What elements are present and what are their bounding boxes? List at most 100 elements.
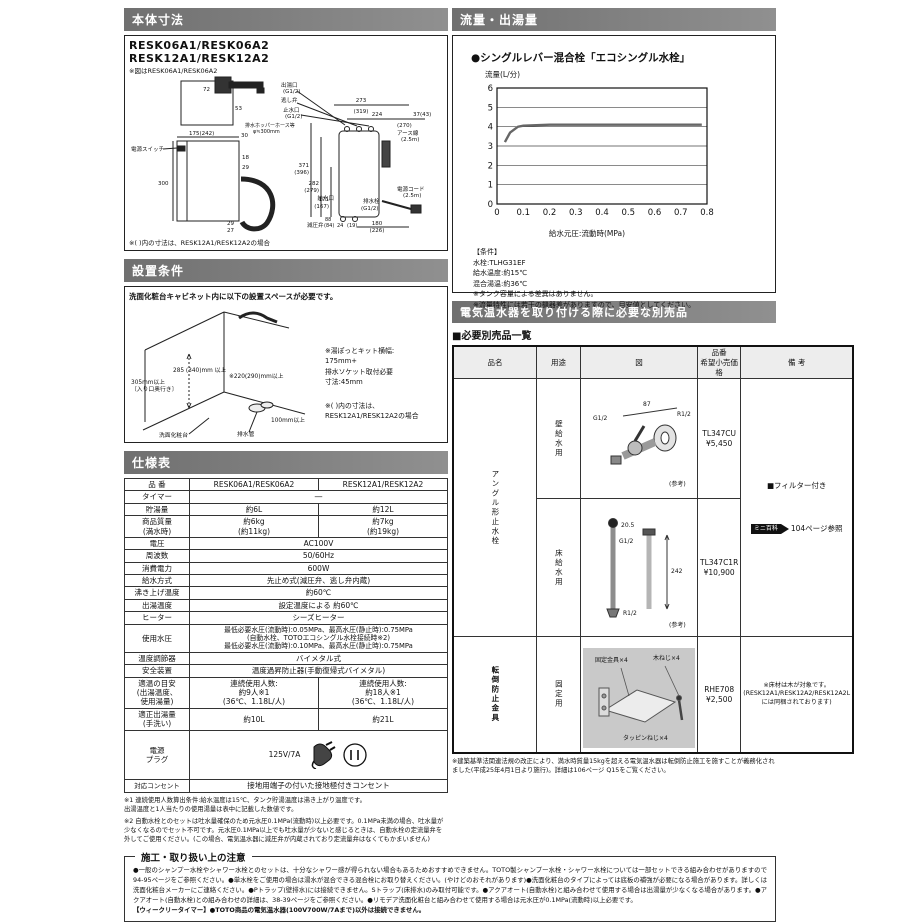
outlet-icon: [343, 743, 368, 767]
dim-label: 171: [319, 197, 330, 203]
spec-cell: 約6L: [189, 502, 319, 517]
parts-use-cell: 床給水用: [536, 498, 581, 638]
parts-header-use: 用途: [536, 345, 581, 380]
part-name: 転倒防止金具: [490, 666, 500, 723]
install-label: 305mm以上: [131, 378, 165, 386]
spec-cell: シーズヒーター: [189, 611, 448, 625]
spec-row-label: 安全装置: [124, 664, 190, 678]
install-label: 100mm以上: [271, 416, 305, 424]
section-header-dimensions: 本体寸法: [124, 8, 448, 31]
svg-text:0: 0: [488, 200, 493, 210]
spec-cell: 先止め式(減圧弁、逃し弁内蔵): [189, 573, 448, 588]
spec-cell-plug: 125V/7A: [189, 729, 448, 781]
install-label: ※220(290)mm以上: [229, 372, 284, 380]
port-label: アース線: [397, 129, 419, 137]
svg-text:0.1: 0.1: [516, 208, 530, 218]
spec-cell: 約21L: [318, 707, 448, 731]
spec-row-label: 給水方式: [124, 573, 190, 588]
installation-notes: ※湯ぽっとキット横幅: 175mm+ 排水ソケット取付必要 寸法:45mm ※(…: [325, 302, 419, 438]
spec-cell: 約12L: [318, 502, 448, 517]
svg-text:0.7: 0.7: [674, 208, 688, 218]
wall-valve-sketch: [610, 407, 678, 465]
port-label: 減圧弁: [307, 221, 324, 229]
dim-label: 180: [372, 221, 383, 227]
svg-text:5: 5: [488, 103, 493, 113]
power-plug-icon: [312, 741, 336, 769]
arrow-icon: [780, 524, 789, 535]
spec-cell: 約10L: [189, 707, 319, 731]
mini-encyclopedia-badge: ミニ百科: [750, 524, 781, 535]
drain-hose: [239, 176, 276, 232]
precautions-timer: 【ウィークリータイマー】●TOTO商品の電気温水器(100V700W/7Aまで)…: [133, 906, 426, 915]
spec-cell: バイメタル式: [189, 651, 448, 666]
install-label: 排水管: [237, 430, 255, 438]
dim-label: 30: [241, 133, 248, 139]
install-label: 285 (340)mm 以上: [173, 366, 226, 374]
spec-row-label: 品 番: [124, 477, 190, 492]
spec-row-label: 使用水圧: [124, 623, 190, 653]
svg-text:3: 3: [488, 142, 493, 152]
fig-label: 20.5: [621, 522, 635, 529]
parts-header-name: 品名: [452, 345, 537, 380]
port-label: (G1/2): [283, 89, 300, 95]
cabinet-sketch: [142, 311, 306, 435]
spec-row-label: 貯湯量: [124, 502, 190, 517]
spec-row-label: 対応コンセント: [124, 779, 190, 793]
wall-valve-figure: G1/2 87 R1/2 (参考): [593, 401, 691, 488]
parts-header-fig: 図: [580, 345, 698, 380]
installation-box: 洗面化粧台キャビネット内に以下の設置スペースが必要です。: [124, 286, 448, 443]
dim-label: 24: [337, 223, 343, 229]
parts-figure-cell: 固定金具×4 木ねじ×4 タッピンねじ×4: [580, 636, 698, 754]
port-label: (2.5m): [401, 137, 419, 143]
fig-label: (参考): [669, 621, 686, 629]
fig-label: 87: [643, 401, 651, 408]
spec-row-label: 商品質量 (満水時): [124, 515, 190, 538]
spec-cell: 温度過昇防止器(手動復帰式バイメタル): [189, 664, 448, 678]
remark-page-ref: 104ページ参照: [790, 524, 843, 534]
port-label: 給水口: [317, 194, 334, 202]
chart-ylabel: 流量(L/分): [485, 70, 521, 79]
parts-code-cell: RHE708 ¥2,500: [696, 636, 742, 754]
install-label: 〔入り口奥行き〕: [131, 385, 177, 393]
installation-intro: 洗面化粧台キャビネット内に以下の設置スペースが必要です。: [129, 292, 338, 301]
spec-cell: 約7kg (約19kg): [318, 515, 448, 538]
fig-label: (参考): [669, 480, 686, 488]
parts-use-cell: 固定用: [536, 636, 581, 754]
parts-figure-cell: G1/2 87 R1/2 (参考): [580, 378, 698, 500]
dim-label: (319): [354, 109, 369, 115]
dim-label: 29: [227, 221, 234, 227]
dim-label: 282: [309, 181, 320, 187]
port-label: (2.5m): [403, 193, 421, 199]
spec-cell: 600W: [189, 561, 448, 576]
floor-valve-sketch: [606, 518, 670, 618]
svg-text:0.8: 0.8: [700, 208, 714, 218]
dim-label: φ≒300mm: [253, 129, 280, 135]
dimensions-drawing: 72 53 電源スイッチ 175(242) 30 300 18: [131, 76, 431, 234]
spec-cell: RESK12A1/RESK12A2: [318, 477, 448, 492]
part-use: 壁給水用: [554, 419, 564, 458]
port-label: 排水栓: [363, 197, 380, 205]
fig-label: G1/2: [619, 538, 633, 545]
parts-name-cell: 転倒防止金具: [452, 636, 537, 754]
dim-label: 27: [227, 228, 234, 233]
svg-text:6: 6: [488, 84, 493, 94]
fig-label: 木ねじ×4: [653, 654, 680, 662]
port-label: (G1/2): [285, 114, 302, 120]
dim-label: 37(43): [413, 112, 431, 118]
port-label: 逃し弁: [281, 96, 298, 104]
parts-figure-cell: 20.5 G1/2 242 R1/2 (参考): [580, 498, 698, 638]
port-label: 電源コード: [397, 185, 425, 193]
parts-table: 品名 用途 図 品番 希望小売価格 備 考 アングル形止水栓 壁給水用: [452, 345, 855, 754]
left-column: 本体寸法 RESK06A1/RESK06A2 RESK12A1/RESK12A2…: [124, 8, 448, 844]
part-use: 固定用: [554, 680, 564, 709]
spec-row-label: 周波数: [124, 549, 190, 563]
fig-label: R1/2: [677, 411, 691, 418]
fig-label: 固定金具×4: [595, 656, 628, 664]
spec-cell: 最低必要水圧(流動時):0.05MPa、最高水圧(静止時):0.75MPa (自…: [189, 623, 448, 653]
spec-row-label: ヒーター: [124, 611, 190, 625]
spec-cell: 50/60Hz: [189, 549, 448, 563]
spec-row-label: タイマー: [124, 490, 190, 504]
